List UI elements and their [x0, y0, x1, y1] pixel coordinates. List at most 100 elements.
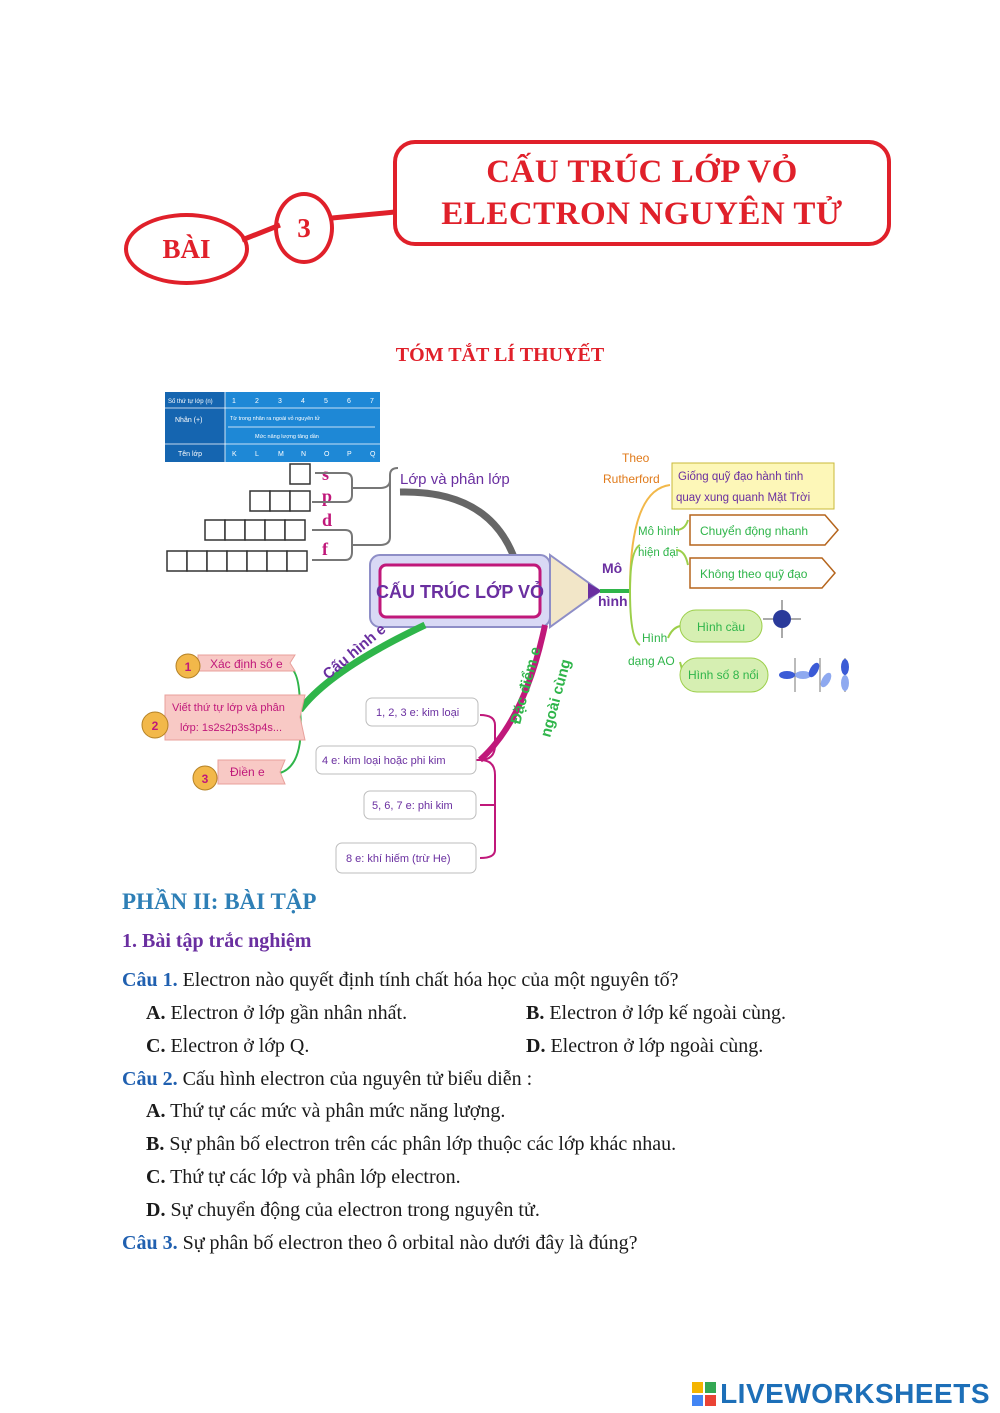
rutherford-text2: quay xung quanh Mặt Trời: [676, 492, 810, 504]
subshell-boxes: [166, 463, 311, 572]
modern-item-1: Chuyển động nhanh: [700, 524, 808, 538]
branch-config-line: [297, 621, 427, 713]
shape-item-1-box: [679, 609, 763, 643]
q2-option-a-key: A.: [146, 1100, 166, 1122]
table-number-3: 3: [278, 398, 282, 405]
table-number-4: 4: [301, 398, 305, 405]
step-1-number: 1: [185, 660, 192, 674]
q2-option-b[interactable]: B. Sự phân bố electron trên các phân lớp…: [146, 1131, 676, 1157]
q1-option-b-text: Electron ở lớp kế ngoài cùng.: [544, 1002, 786, 1024]
q2-option-a-text: Thứ tự các mức và phân mức năng lượng.: [165, 1100, 506, 1122]
step-2-line1: Viết thứ tự lớp và phân: [172, 702, 285, 714]
question-3-label: Câu 3.: [122, 1232, 178, 1254]
table-number-2: 2: [255, 398, 259, 405]
shape-label1: Hình: [642, 631, 667, 645]
subshell-d: d: [322, 510, 332, 530]
branch-features-label2: ngoài cùng: [537, 657, 574, 739]
feature-3: 5, 6, 7 e: phi kim: [372, 800, 453, 812]
table-row3-label: Tên lớp: [178, 451, 202, 458]
branch-layers-label: Lớp và phân lớp: [400, 471, 510, 488]
q1-option-c[interactable]: C. Electron ở lớp Q.: [146, 1033, 309, 1059]
bai-oval: BÀI: [124, 213, 249, 285]
branch-layers-line: [399, 488, 519, 562]
table-number-7: 7: [370, 398, 374, 405]
section-subtitle: 1. Bài tập trắc nghiệm: [122, 930, 312, 952]
lesson-number: 3: [297, 212, 311, 243]
modern-item-2-box: [689, 557, 836, 589]
config-step-2: 2 Viết thứ tự lớp và phân lớp: 1s2s2p3s3…: [141, 694, 306, 741]
table-letter-N: N: [301, 451, 306, 458]
q2-option-d[interactable]: D. Sự chuyển động của electron trong ngu…: [146, 1197, 540, 1223]
shape-item-1: Hình cầu: [697, 620, 745, 634]
rutherford-label2: Rutherford: [603, 472, 660, 486]
step-1-text: Xác định số e: [210, 657, 283, 671]
q1-option-a[interactable]: A. Electron ở lớp gần nhân nhất.: [146, 1000, 407, 1026]
q1-option-a-key: A.: [146, 1002, 166, 1024]
rutherford-box: [671, 462, 835, 510]
q2-option-c[interactable]: C. Thứ tự các lớp và phân lớp electron.: [146, 1164, 461, 1190]
lesson-title-line1: CẤU TRÚC LỚP VỎ: [486, 154, 798, 190]
config-step-1: 1 Xác định số e: [175, 653, 296, 679]
subshell-f: f: [322, 539, 329, 559]
q1-option-c-text: Electron ở lớp Q.: [165, 1035, 310, 1057]
shape-item-2-box: [679, 657, 769, 693]
question-2-label: Câu 2.: [122, 1068, 178, 1090]
q1-option-d[interactable]: D. Electron ở lớp ngoài cùng.: [526, 1033, 763, 1059]
table-row1-label: Số thứ tự lớp (n): [168, 399, 213, 405]
question-3-text: Sự phân bố electron theo ô orbital nào d…: [177, 1232, 638, 1254]
question-2-text: Cấu hình electron của nguyên tử biểu diễ…: [177, 1068, 533, 1090]
q2-option-c-text: Thứ tự các lớp và phân lớp electron.: [165, 1166, 461, 1188]
rutherford-text1: Giống quỹ đạo hành tinh: [678, 471, 803, 483]
modern-label1: Mô hình: [638, 526, 680, 538]
summary-title: TÓM TẮT LÍ THUYẾT: [395, 344, 605, 366]
s-orbital-icon: [763, 600, 801, 638]
question-1-label: Câu 1.: [122, 969, 178, 991]
lesson-number-oval: 3: [274, 192, 334, 264]
modern-item-2: Không theo quỹ đạo: [700, 567, 808, 581]
q1-option-b-key: B.: [526, 1002, 545, 1024]
q1-option-a-text: Electron ở lớp gần nhân nhất.: [165, 1002, 408, 1024]
table-letter-K: K: [232, 451, 237, 458]
q2-option-c-key: C.: [146, 1166, 166, 1188]
section-title: PHẦN II: BÀI TẬP: [122, 889, 317, 914]
feature-4: 8 e: khí hiếm (trừ He): [346, 853, 451, 865]
subshell-bracket: [312, 467, 399, 561]
step-2-number: 2: [152, 719, 159, 733]
lesson-title-line2: ELECTRON NGUYÊN TỬ: [441, 196, 843, 232]
header-connectors: [241, 209, 396, 243]
table-letter-P: P: [347, 451, 352, 458]
subshell-p: p: [322, 486, 332, 506]
table-letter-M: M: [278, 451, 284, 458]
lesson-title-box: CẤU TRÚC LỚP VỎ ELECTRON NGUYÊN TỬ: [393, 140, 891, 246]
q2-option-d-key: D.: [146, 1199, 166, 1221]
q1-option-c-key: C.: [146, 1035, 166, 1057]
bai-label: BÀI: [162, 233, 211, 264]
table-letter-O: O: [324, 451, 330, 458]
config-step-3: 3 Điền e: [192, 759, 286, 791]
table-letter-L: L: [255, 451, 259, 458]
q1-option-b[interactable]: B. Electron ở lớp kế ngoài cùng.: [526, 1000, 786, 1026]
question-1: Câu 1. Electron nào quyết định tính chất…: [122, 967, 679, 993]
branch-model-label2: hình: [598, 593, 628, 609]
q1-option-d-text: Electron ở lớp ngoài cùng.: [545, 1035, 764, 1057]
p-orbital-icon: [779, 658, 849, 692]
q2-option-a[interactable]: A. Thứ tự các mức và phân mức năng lượng…: [146, 1098, 505, 1124]
table-row2-note2: Mức năng lượng tăng dần: [255, 434, 319, 440]
center-label: CẤU TRÚC LỚP VỎ: [376, 581, 544, 602]
q1-option-d-key: D.: [526, 1035, 546, 1057]
feature-1: 1, 2, 3 e: kim loại: [376, 707, 459, 719]
step-3-number: 3: [202, 772, 209, 786]
branch-features-label1: Đặc điểm e: [507, 645, 544, 726]
modern-label2: hiện đại: [638, 547, 678, 559]
logo-grid-icon: [692, 1382, 717, 1406]
table-number-6: 6: [347, 398, 351, 405]
feature-2: 4 e: kim loại hoặc phi kim: [322, 755, 446, 767]
question-1-text: Electron nào quyết định tính chất hóa họ…: [177, 969, 679, 991]
liveworksheets-logo[interactable]: LIVEWORKSHEETS: [692, 1378, 990, 1410]
q2-option-b-text: Sự phân bố electron trên các phân lớp th…: [164, 1133, 677, 1155]
shell-table: Số thứ tự lớp (n) Nhân (+) Từ trong nhân…: [165, 392, 380, 462]
logo-text: LIVEWORKSHEETS: [720, 1378, 990, 1409]
table-number-5: 5: [324, 398, 328, 405]
q2-option-b-key: B.: [146, 1133, 165, 1155]
question-2: Câu 2. Cấu hình electron của nguyên tử b…: [122, 1066, 532, 1092]
